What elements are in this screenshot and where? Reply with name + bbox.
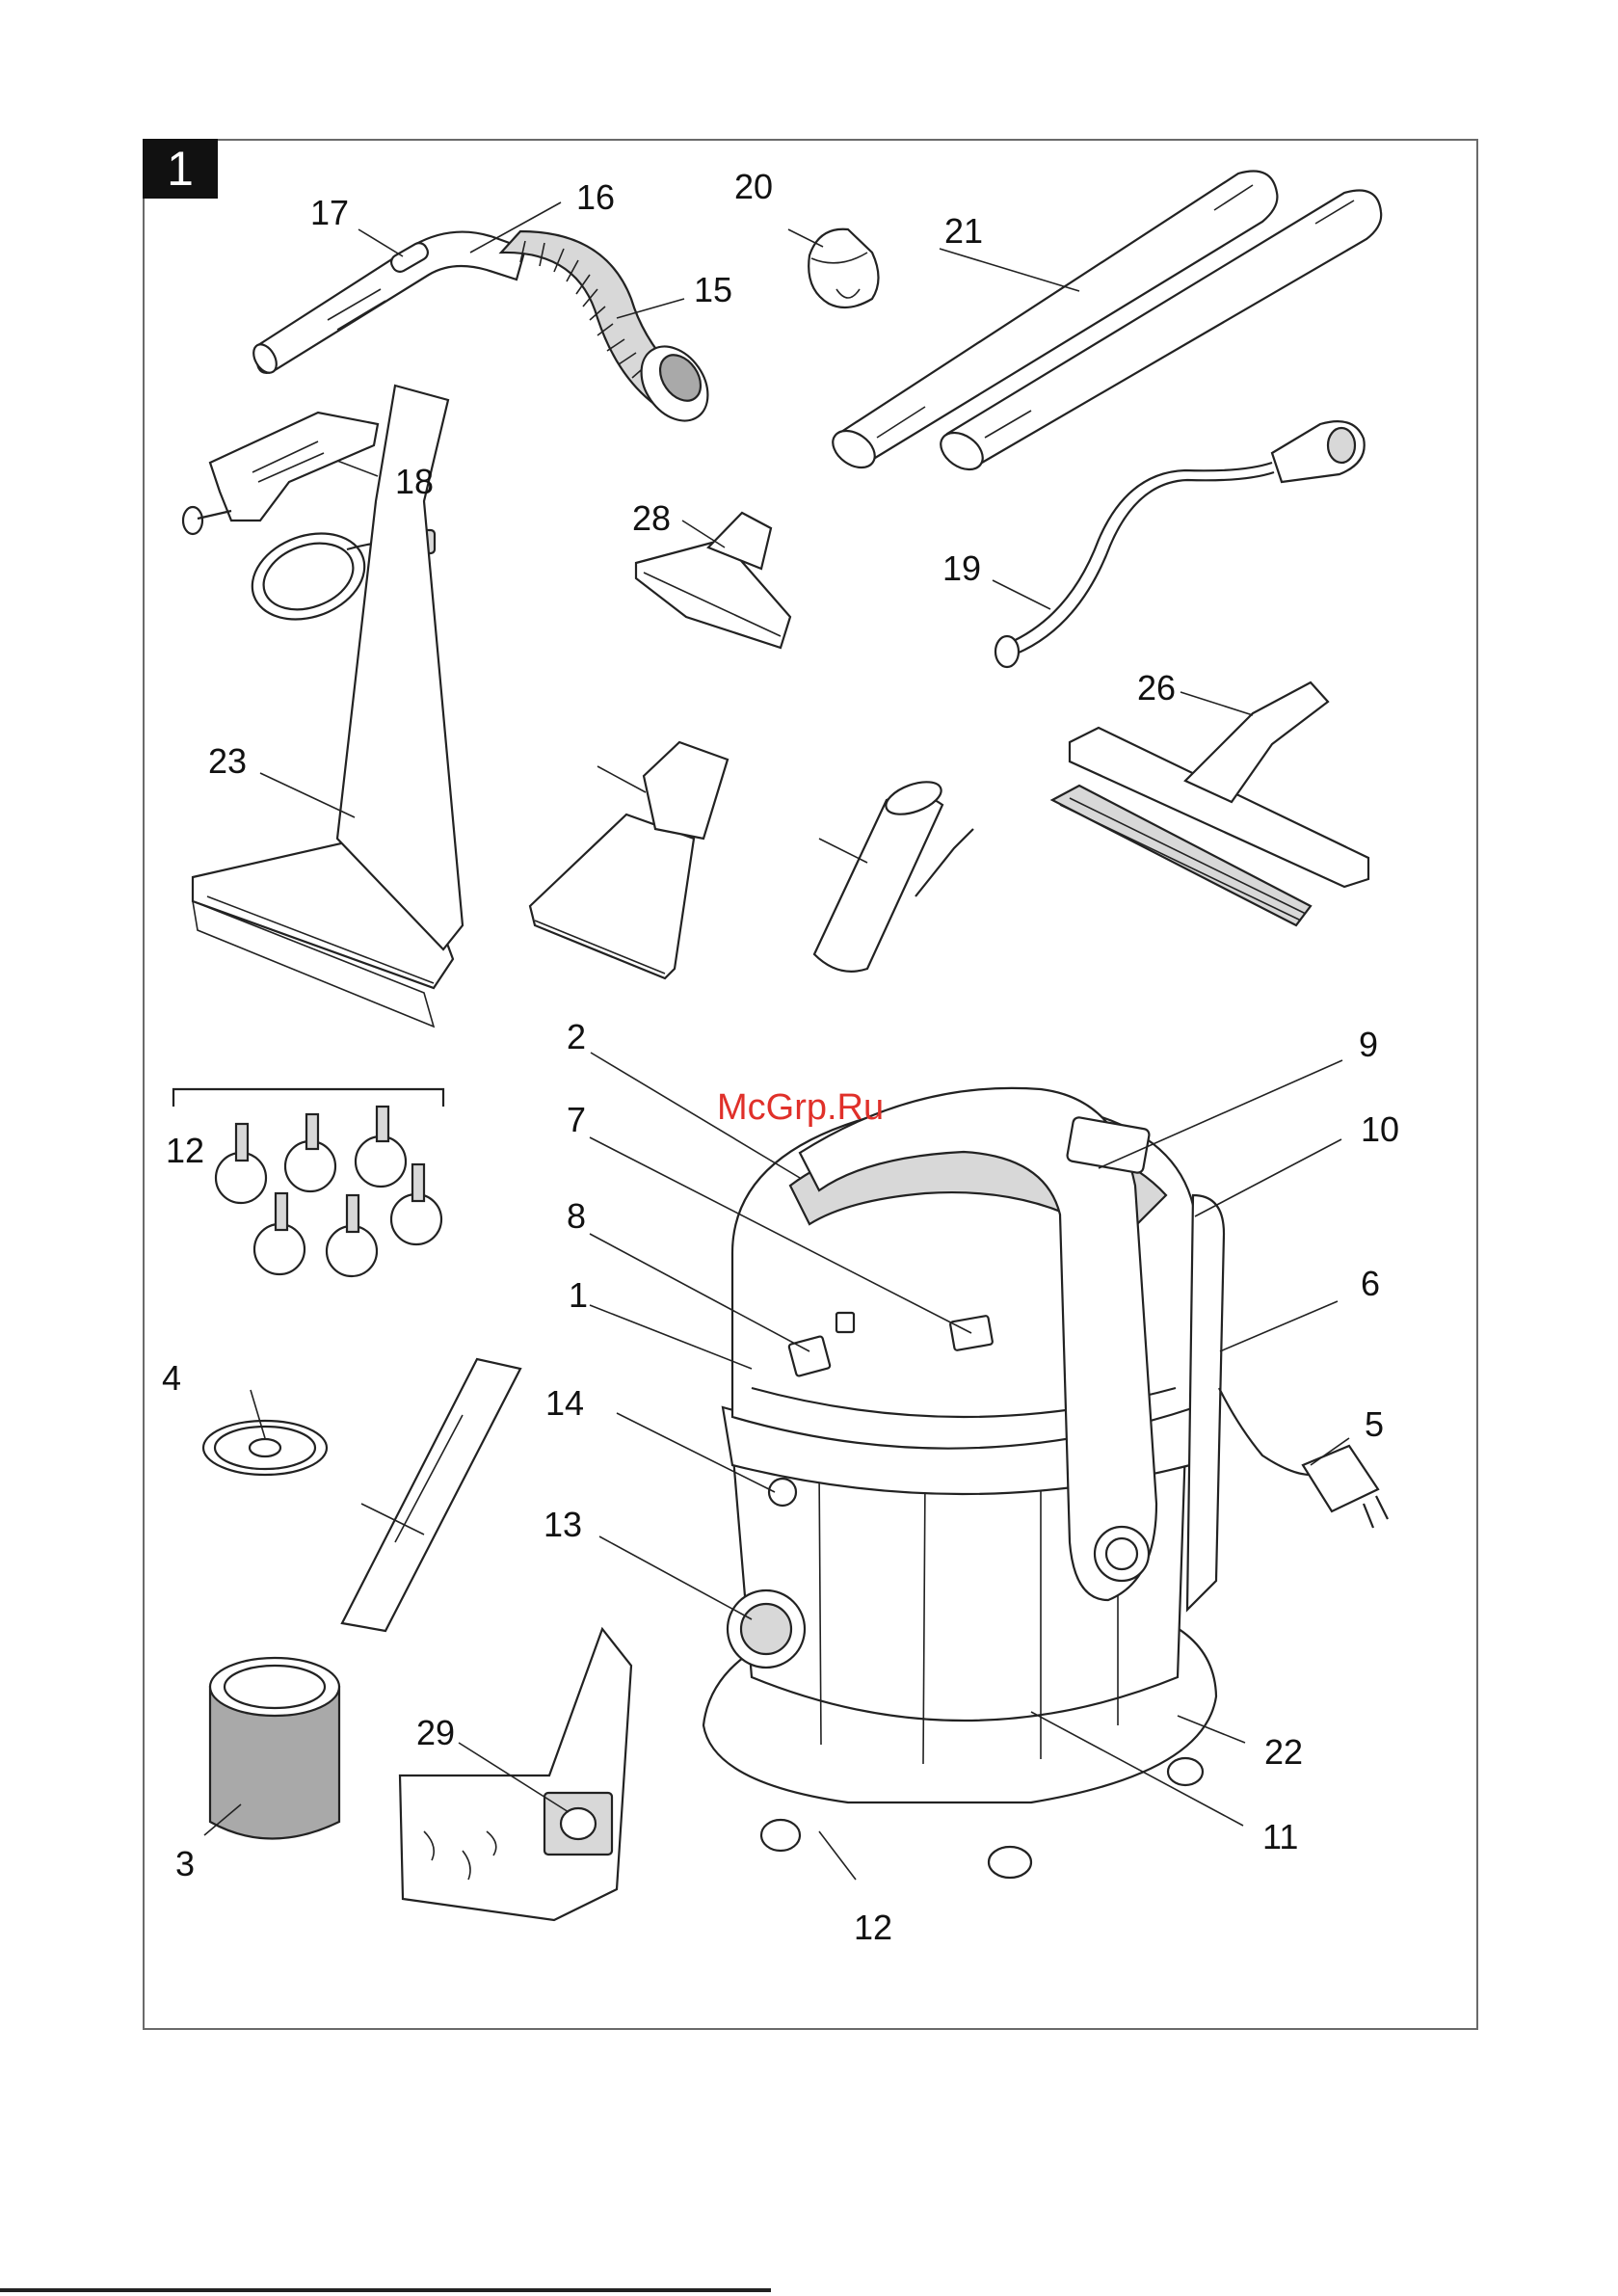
callout-9: 9 (1359, 1028, 1378, 1062)
float-icon (203, 1421, 327, 1475)
callout-16: 16 (576, 180, 615, 215)
callout-6: 6 (1361, 1267, 1380, 1301)
footer-rule (0, 2288, 771, 2292)
callout-22: 22 (1264, 1735, 1303, 1770)
callout-29: 29 (416, 1716, 455, 1750)
filter-cartridge-icon (210, 1658, 339, 1839)
callout-23: 23 (208, 744, 247, 779)
vacuum-cleaner-icon (703, 1088, 1224, 1878)
suction-tubes-icon (826, 172, 1381, 477)
callout-21: 21 (944, 214, 983, 249)
callout-14: 14 (545, 1386, 584, 1421)
callout-1: 1 (569, 1278, 588, 1313)
crevice-nozzle-icon (342, 1359, 520, 1631)
callout-13: 13 (544, 1508, 582, 1542)
callout-17: 17 (310, 196, 349, 230)
callout-19: 19 (942, 551, 981, 586)
callout-4: 4 (162, 1361, 181, 1396)
callout-11: 11 (1262, 1820, 1298, 1855)
callout-7: 7 (567, 1103, 586, 1137)
hose-handle-icon (249, 232, 525, 377)
callout-2: 2 (567, 1020, 586, 1055)
callout-28: 28 (632, 501, 671, 536)
callout-20: 20 (734, 170, 773, 204)
watermark-text: McGrp.Ru (717, 1087, 884, 1129)
adapter-icon (814, 776, 973, 972)
suction-hose-icon (501, 231, 722, 434)
floor-nozzle-icon (1052, 682, 1368, 925)
hand-nozzle-icon (530, 742, 728, 978)
power-cord-icon (1219, 1388, 1388, 1528)
callout-26: 26 (1137, 671, 1176, 706)
callout-12-castors: 12 (166, 1134, 204, 1168)
callout-3: 3 (175, 1847, 195, 1882)
callout-18: 18 (395, 465, 434, 499)
callout-10: 10 (1361, 1112, 1399, 1147)
callout-15: 15 (694, 273, 732, 307)
pipe-clip-icon (809, 229, 878, 307)
spray-hose-icon (995, 421, 1365, 667)
filter-bag-icon (400, 1629, 631, 1920)
callout-5: 5 (1365, 1407, 1384, 1442)
castor-set-icon (173, 1089, 443, 1276)
callout-8: 8 (567, 1199, 586, 1234)
callout-12-base: 12 (854, 1910, 892, 1945)
